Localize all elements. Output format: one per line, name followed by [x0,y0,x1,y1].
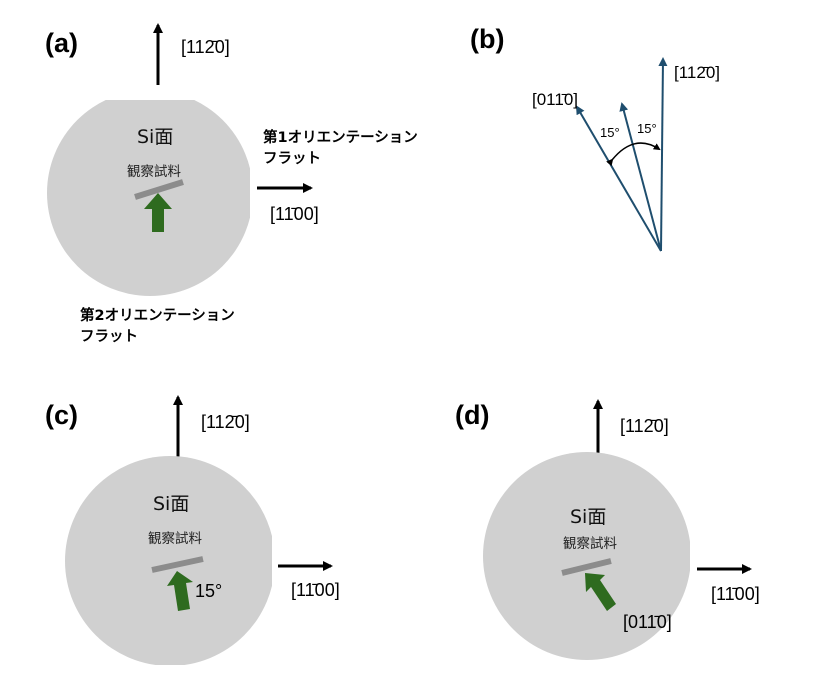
wafer [65,456,272,665]
angle-right-label: 15° [637,121,657,136]
view-direction-arrow [144,193,172,232]
up-direction-label: [112̄0] [181,37,230,57]
direction-right-label: [112̄0] [674,63,720,82]
panel-b: (b) [112̄0] [011̄0] 15° 15° [470,24,720,252]
first-flat-label-line2: フラット [263,151,321,167]
right-direction-label: [11̄00] [270,204,319,224]
panel-a-label: (a) [45,28,78,58]
vector-middle [619,102,662,252]
right-direction-label: [11̄00] [291,580,340,600]
panel-d-label: (d) [455,400,489,430]
angle-arc [606,142,661,167]
vector-1120 [658,57,668,252]
surface-label: Si面 [153,493,189,515]
direction-left-label: [011̄0] [532,90,578,109]
surface-label: Si面 [137,126,173,148]
panel-d: (d) [112̄0] Si面 観察試料 [011̄0] [11̄00] [455,399,760,660]
sample-bar [151,556,204,573]
panel-a: (a) [112̄0] Si面 観察試料 [11̄00] 第1オリエンテーション… [45,23,418,345]
panel-c: (c) [112̄0] Si面 観察試料 15° [11̄00] [45,395,340,665]
sample-bar [134,179,184,200]
sample-bar [561,558,612,576]
view-direction-arrow [167,571,193,611]
sample-label: 観察試料 [148,530,202,547]
view-direction-arrow [585,573,616,611]
surface-label: Si面 [570,506,606,528]
up-direction-label: [112̄0] [201,412,250,432]
panel-b-label: (b) [470,24,504,54]
second-flat-label-line2: フラット [80,329,138,345]
wafer [47,100,250,296]
angle-left-label: 15° [600,125,620,140]
sample-label: 観察試料 [127,163,181,180]
panel-c-label: (c) [45,400,78,430]
first-flat-label-line1: 第1オリエンテーション [263,128,418,146]
second-flat-label-line1: 第2オリエンテーション [80,306,235,324]
vector-0110 [575,105,662,252]
up-direction-label: [112̄0] [620,416,669,436]
wafer [483,452,690,660]
sample-label: 観察試料 [563,535,617,552]
right-direction-label: [11̄00] [711,584,760,604]
arrow-direction-label: [011̄0] [623,612,672,632]
rotation-label: 15° [195,581,222,601]
